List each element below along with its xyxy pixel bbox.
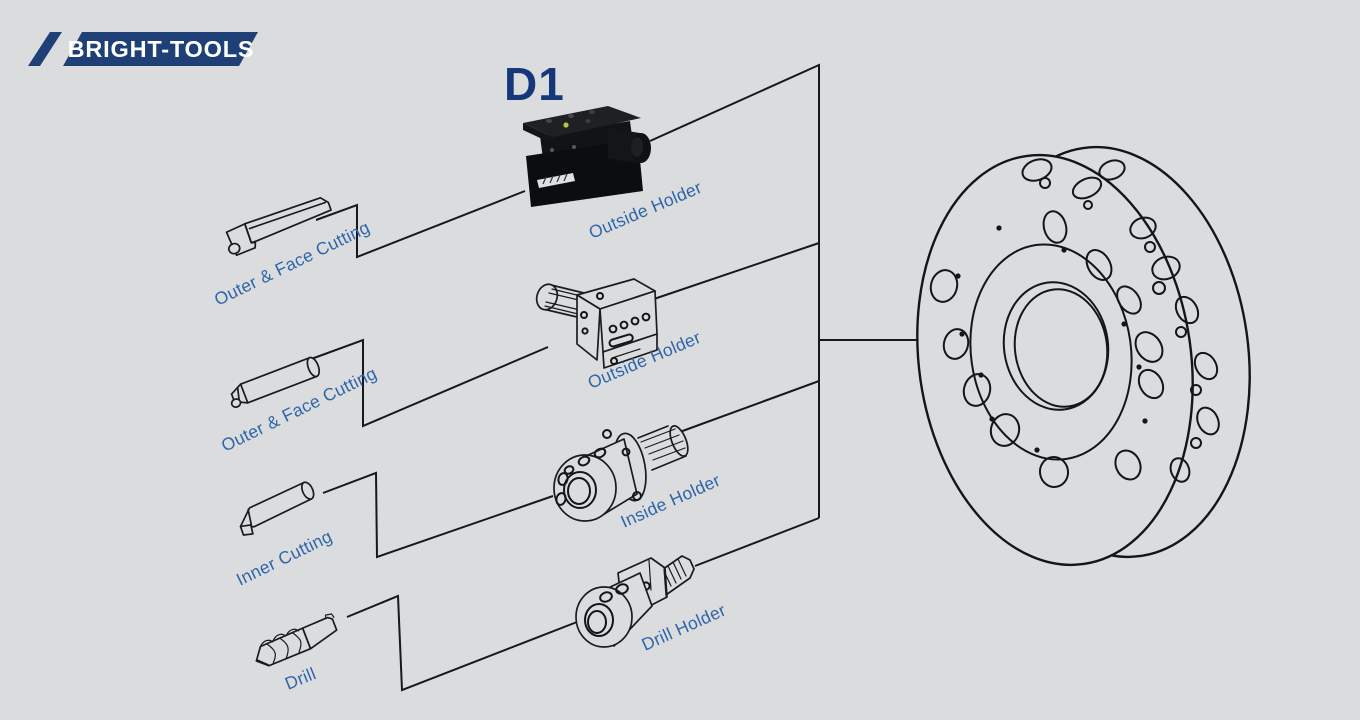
connector-holder2-bus: [647, 242, 820, 302]
turret-back-rim-holes: [1098, 159, 1220, 483]
holder-drawing-outside: [535, 278, 658, 369]
holder-photo-d1: [523, 106, 651, 207]
connector-holder3-bus: [676, 380, 820, 434]
holder4-label: Drill Holder: [638, 600, 728, 655]
connector-tool3-holder3: [322, 471, 554, 559]
connector-holder1-turret-bus: [649, 63, 820, 518]
holder-drawing-drill: [575, 555, 695, 648]
row-labels: Outer & Face Cutting Outside Holder Oute…: [211, 177, 729, 694]
connector-lines: [302, 63, 941, 692]
turret-front-holes: [929, 158, 1165, 488]
holder-drawing-inside: [553, 425, 689, 522]
logo-text: BRIGHT-TOOLS: [68, 36, 255, 62]
turret-disc-drawing: [916, 145, 1251, 567]
turret-screw-marks: [955, 225, 1148, 453]
logo-stripe-shape: [28, 32, 62, 66]
tool-drawing-outer-face-cutting-1: [225, 196, 332, 257]
logo-main-shape: [63, 32, 258, 66]
tool3-label: Inner Cutting: [233, 526, 335, 590]
brand-logo: BRIGHT-TOOLS: [28, 32, 258, 66]
tool-drawing-drill: [255, 613, 338, 667]
tool4-label: Drill: [282, 663, 319, 693]
tool-drawing-outer-face-cutting-2: [230, 356, 321, 408]
station-label: D1: [504, 58, 565, 110]
connector-tool4-holder4: [346, 594, 578, 692]
connector-tool2-holder2: [302, 338, 549, 428]
connector-holder4-bus: [694, 517, 820, 567]
tool-drawing-inner-cutting: [239, 481, 315, 536]
connector-tool1-holder1: [315, 190, 526, 259]
